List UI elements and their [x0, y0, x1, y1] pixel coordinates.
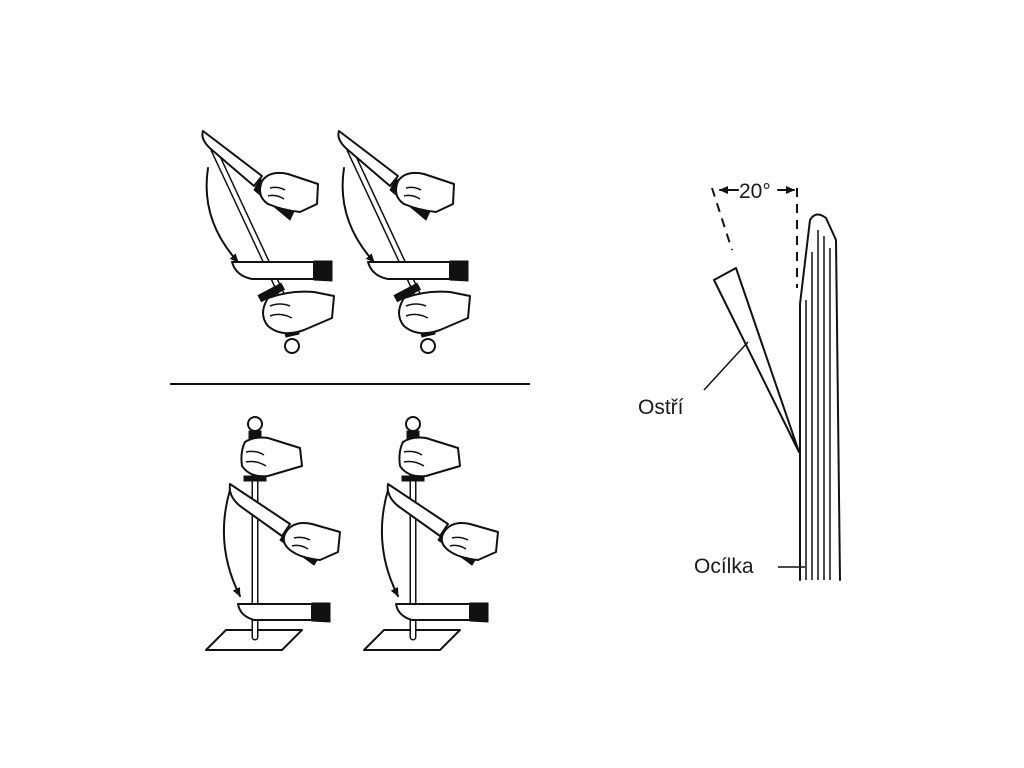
sharpening-steel-icon — [364, 417, 498, 650]
angle-label: 20° — [739, 180, 771, 203]
blade-wedge — [713, 267, 800, 453]
angle-reference-line — [711, 187, 733, 251]
blade-label: Ostří — [638, 396, 684, 419]
honing-vertical-step-1 — [206, 417, 340, 650]
steel-profile — [799, 213, 841, 581]
honing-diagonal-step-1 — [202, 131, 334, 353]
honing-diagonal-step-2 — [338, 131, 470, 353]
steel-label: Ocílka — [694, 555, 754, 578]
honing-vertical-step-2 — [364, 417, 498, 650]
knife-icon — [202, 131, 334, 353]
knife-icon — [338, 131, 470, 353]
sharpening-steel-icon — [206, 417, 340, 650]
angle-schematic: 20° Ostří Ocílka — [638, 180, 841, 581]
